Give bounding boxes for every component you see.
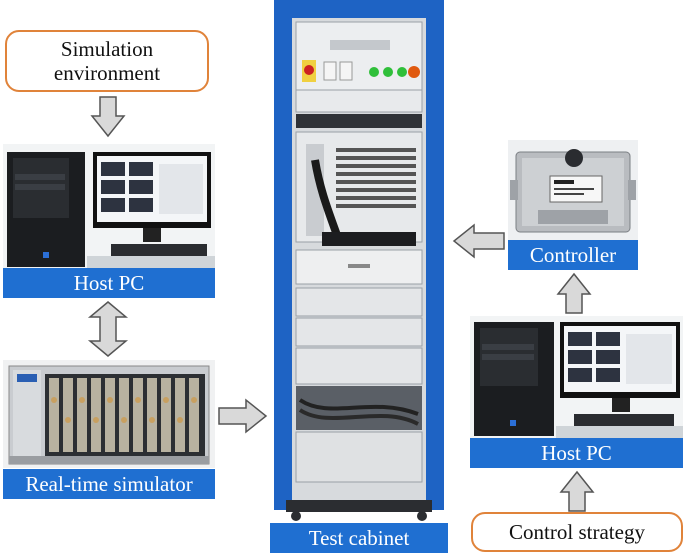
host-pc-right-photo xyxy=(470,316,683,438)
test-cabinet-text: Test cabinet xyxy=(308,525,410,550)
control-strategy-node: Control strategy xyxy=(471,512,683,552)
test-cabinet-photo xyxy=(270,0,448,523)
arrow-sim-to-hostpc xyxy=(90,96,126,138)
arrow-hostpc-realtime-bidirectional xyxy=(87,301,129,357)
simulation-environment-label: Simulation environment xyxy=(53,36,161,85)
real-time-simulator-label: Real-time simulator xyxy=(3,469,215,499)
host-pc-left-photo xyxy=(3,144,215,269)
host-pc-left-label: Host PC xyxy=(3,268,215,298)
arrow-hostpc-to-controller xyxy=(556,272,592,314)
controller-text: Controller xyxy=(529,242,617,267)
real-time-simulator-text: Real-time simulator xyxy=(25,471,193,496)
arrow-realtime-to-cabinet xyxy=(218,398,268,434)
controller-photo xyxy=(508,140,638,240)
control-strategy-label: Control strategy xyxy=(509,519,645,544)
controller-label: Controller xyxy=(508,240,638,270)
host-pc-right-label: Host PC xyxy=(470,438,683,468)
host-pc-right-text: Host PC xyxy=(541,440,612,465)
host-pc-left-text: Host PC xyxy=(73,270,145,295)
real-time-simulator-photo xyxy=(3,360,215,468)
arrow-strategy-to-hostpc xyxy=(559,470,595,512)
arrow-controller-to-cabinet xyxy=(452,223,505,259)
test-cabinet-label: Test cabinet xyxy=(270,523,448,553)
simulation-environment-node: Simulation environment xyxy=(5,30,209,92)
